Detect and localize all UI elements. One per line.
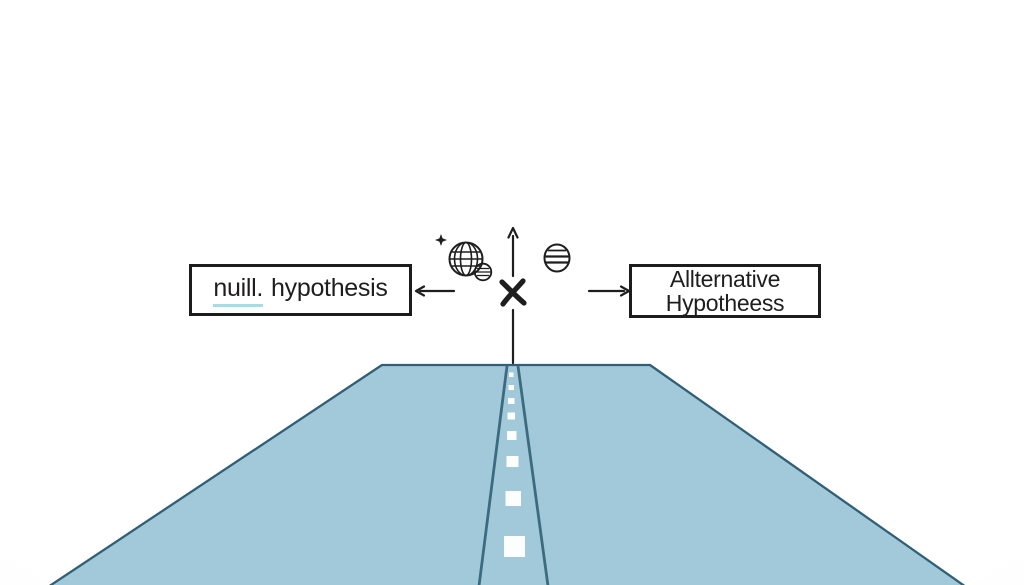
null-word-underlined: nuill. — [213, 274, 263, 307]
lane-line-right — [516, 365, 550, 585]
road-center-dashes — [504, 372, 525, 557]
alternative-hypothesis-box: Allternative Hypotheess — [629, 264, 821, 318]
striped-ball-icon — [473, 262, 493, 282]
road-surface — [51, 365, 964, 585]
road-dash — [505, 491, 521, 506]
banded-circle-outline — [543, 243, 571, 273]
road-dash — [508, 385, 514, 390]
x-mark-icon — [499, 278, 527, 307]
null-hypothesis-label: nuill. hypothesis — [213, 273, 388, 307]
road-dash — [507, 431, 517, 440]
road-dash — [508, 398, 515, 404]
globe-icon — [448, 241, 484, 277]
right-arrow-icon — [587, 285, 631, 297]
alternative-hypothesis-line1: Allternative — [669, 266, 781, 292]
alternative-hypothesis-line2: Hypotheess — [665, 290, 785, 316]
x-stroke — [500, 278, 526, 307]
lane-line-left — [477, 365, 509, 585]
up-arrow-head — [507, 226, 519, 239]
banded-circle-icon — [543, 243, 571, 273]
null-word-rest: hypothesis — [271, 273, 388, 302]
up-arrow-icon — [507, 226, 519, 365]
road-dash — [507, 412, 515, 420]
left-arrow-icon — [414, 285, 456, 297]
sparkle-icon — [435, 234, 447, 246]
road — [48, 363, 966, 585]
road-dash — [506, 456, 519, 467]
road-dash — [504, 536, 525, 557]
left-arrow-head — [414, 285, 426, 297]
road-dash — [509, 372, 514, 377]
road-edge-line — [48, 363, 966, 585]
null-hypothesis-box: nuill. hypothesis — [189, 264, 412, 316]
